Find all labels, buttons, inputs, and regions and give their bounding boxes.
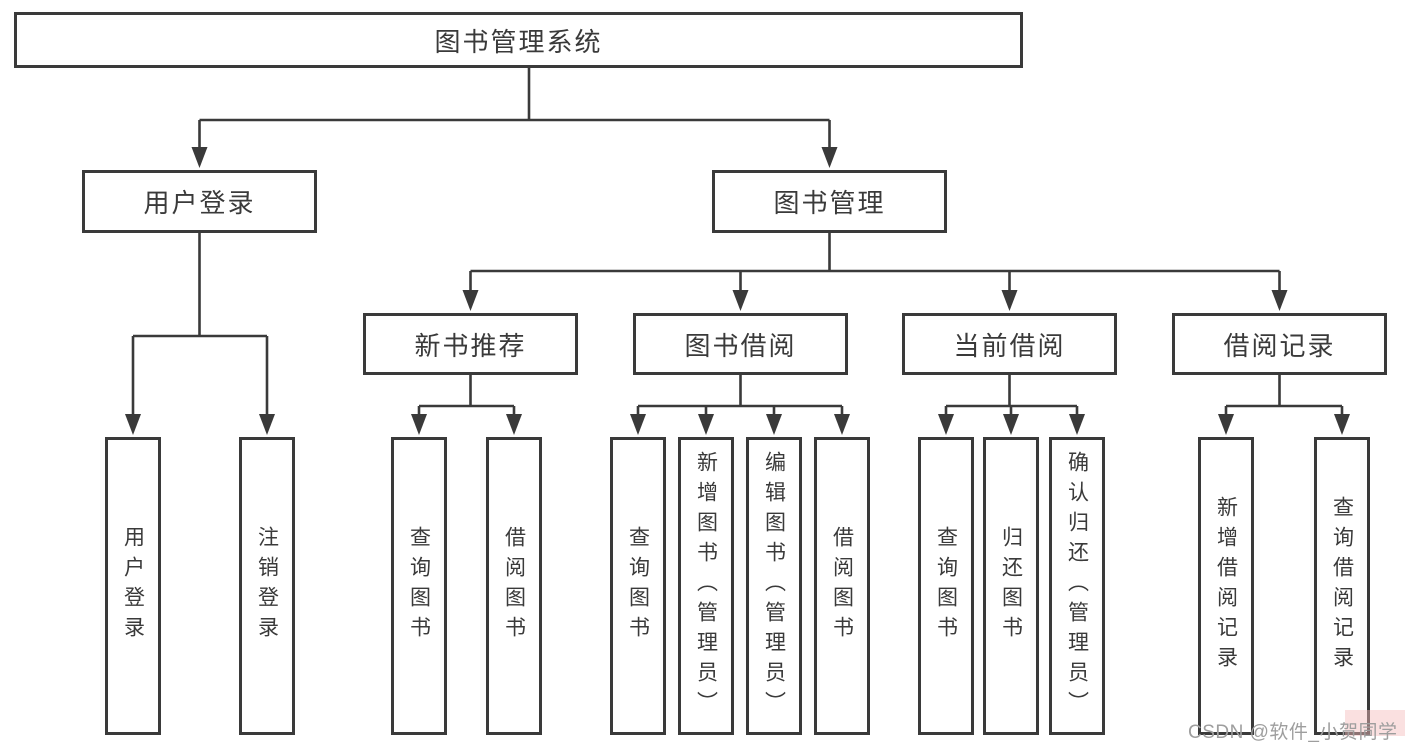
node-borrow-records: 借阅记录 [1172,313,1387,375]
leaf-borrow-books-recommend: 借阅图书 [486,437,542,735]
leaf-query-books-recommend: 查询图书 [391,437,447,735]
leaf-logout-login-label: 注销登录 [255,526,279,646]
leaf-borrow-books-recommend-label: 借阅图书 [502,526,526,646]
node-new-book-recommend-label: 新书推荐 [414,330,527,361]
node-current-borrow-label: 当前借阅 [953,330,1066,361]
leaf-query-borrow-record: 查询借阅记录 [1314,437,1370,735]
watermark-highlight [1345,710,1405,736]
node-borrow-records-label: 借阅记录 [1223,330,1336,361]
leaf-add-books-admin-label: 新增图书（管理员） [694,451,718,721]
node-root-label: 图书管理系统 [434,26,603,57]
leaf-query-books-borrow-label: 查询图书 [626,526,650,646]
node-book-management-label: 图书管理 [773,188,886,218]
node-book-borrow-label: 图书借阅 [684,330,797,361]
leaf-add-borrow-record-label: 新增借阅记录 [1214,496,1238,676]
node-book-borrow: 图书借阅 [633,313,848,375]
arrowheads [125,147,1350,435]
leaf-borrow-books-label: 借阅图书 [830,526,854,646]
node-book-management: 图书管理 [712,170,947,233]
node-current-borrow: 当前借阅 [902,313,1117,375]
leaf-user-login-label: 用户登录 [121,526,145,646]
leaf-add-books-admin: 新增图书（管理员） [678,437,734,735]
leaf-query-books-borrow: 查询图书 [610,437,666,735]
node-user-login: 用户登录 [82,170,317,233]
leaf-confirm-return-admin-label: 确认归还（管理员） [1065,451,1089,721]
node-root: 图书管理系统 [14,12,1023,68]
leaf-query-books-recommend-label: 查询图书 [407,526,431,646]
leaf-logout-login: 注销登录 [239,437,295,735]
leaf-add-borrow-record: 新增借阅记录 [1198,437,1254,735]
node-user-login-label: 用户登录 [143,188,256,218]
leaf-edit-books-admin-label: 编辑图书（管理员） [762,451,786,721]
leaf-return-books-label: 归还图书 [999,526,1023,646]
leaf-return-books: 归还图书 [983,437,1039,735]
leaf-edit-books-admin: 编辑图书（管理员） [746,437,802,735]
leaf-query-books-current-label: 查询图书 [934,526,958,646]
node-new-book-recommend: 新书推荐 [363,313,578,375]
leaf-query-books-current: 查询图书 [918,437,974,735]
leaf-query-borrow-record-label: 查询借阅记录 [1330,496,1354,676]
leaf-confirm-return-admin: 确认归还（管理员） [1049,437,1105,735]
leaf-user-login: 用户登录 [105,437,161,735]
watermark: CSDN @软件_小贺同学 [1188,722,1398,743]
leaf-borrow-books: 借阅图书 [814,437,870,735]
